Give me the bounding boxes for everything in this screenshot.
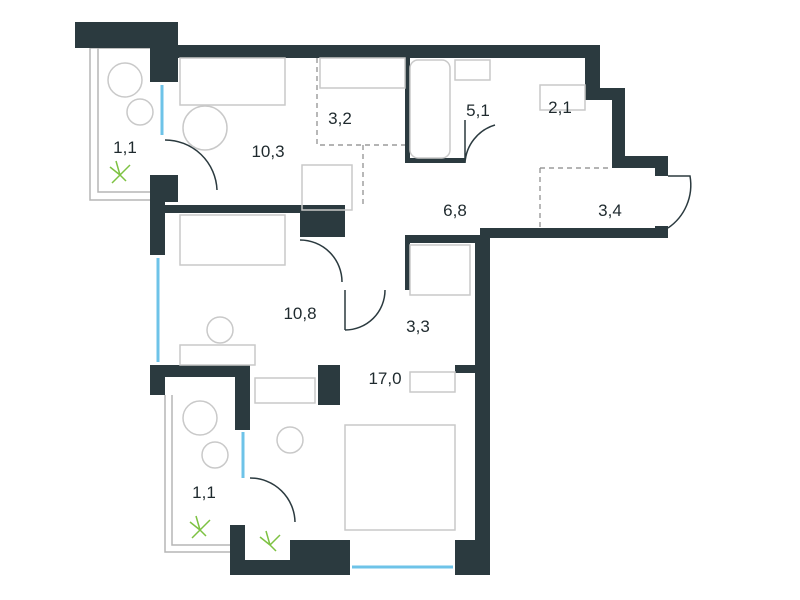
wardrobe-rack xyxy=(254,377,316,404)
area-living: 10,3 xyxy=(251,142,284,161)
bathtub xyxy=(409,59,451,159)
area-bathroom: 5,1 xyxy=(466,101,490,120)
area-balcony-top: 1,1 xyxy=(113,138,137,157)
area-balcony-bottom: 1,1 xyxy=(192,483,216,502)
stove xyxy=(319,57,406,89)
area-wc: 3,3 xyxy=(406,317,430,336)
zone-boundaries xyxy=(316,58,612,228)
shelves xyxy=(539,84,586,111)
area-labels: 1,1 10,3 3,2 5,1 2,1 6,8 3,4 10,8 3,3 17… xyxy=(113,98,622,502)
balcony-outline-bottom xyxy=(164,395,235,553)
area-wardrobe: 2,1 xyxy=(548,98,572,117)
area-entrance: 3,4 xyxy=(598,201,622,220)
bed-single xyxy=(179,214,286,266)
dining-table xyxy=(301,164,353,211)
area-bedroom-small: 10,8 xyxy=(283,304,316,323)
area-bedroom-main: 17,0 xyxy=(368,369,401,388)
windows xyxy=(156,85,453,569)
doors xyxy=(164,120,692,523)
sofa xyxy=(179,57,286,106)
shower xyxy=(409,244,471,296)
balcony-outline-top xyxy=(89,47,150,201)
furniture xyxy=(107,57,586,531)
walls xyxy=(75,22,668,575)
area-hall: 6,8 xyxy=(443,201,467,220)
sink xyxy=(454,59,491,81)
area-kitchen: 3,2 xyxy=(328,109,352,128)
coffee-table xyxy=(182,105,228,151)
desk xyxy=(179,344,256,366)
plant-icon xyxy=(109,160,281,552)
bed-double xyxy=(344,424,456,531)
